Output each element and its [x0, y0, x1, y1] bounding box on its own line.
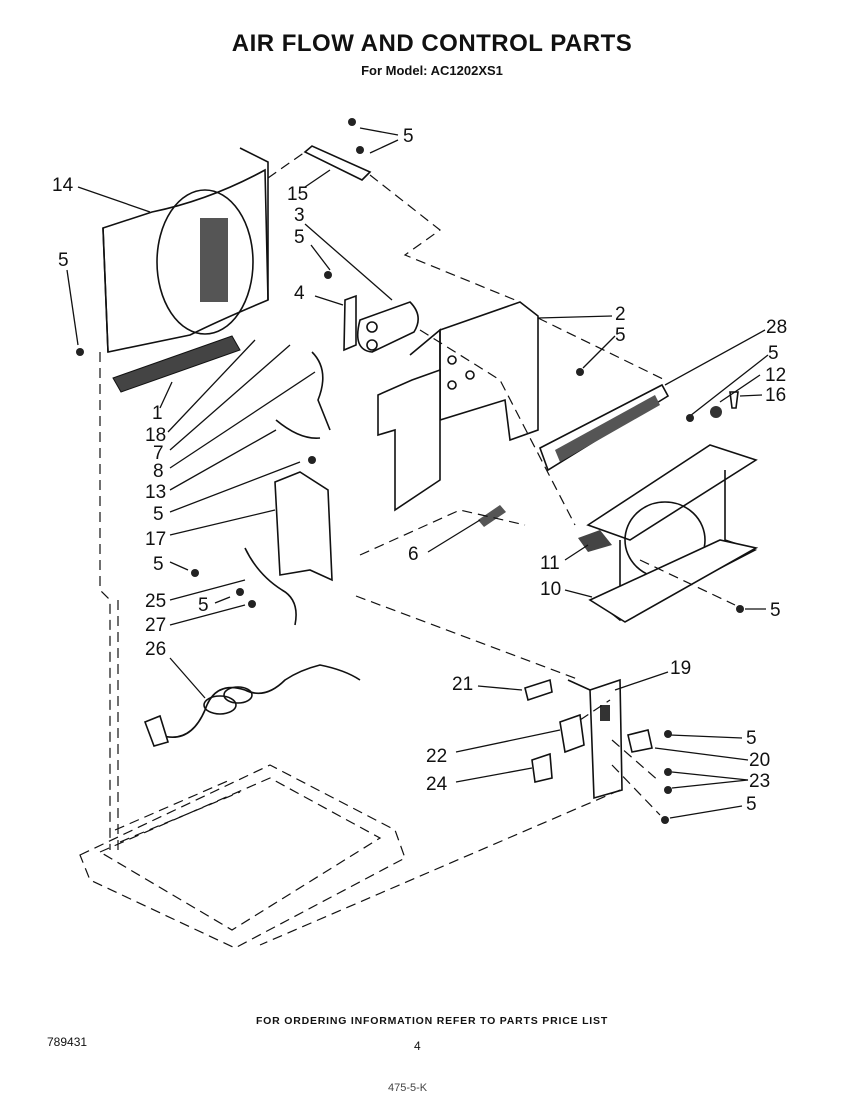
ordering-note: FOR ORDERING INFORMATION REFER TO PARTS … [255, 1015, 609, 1027]
capacitor [356, 301, 419, 353]
control-box-shroud [377, 301, 539, 512]
thermostat-wire [311, 351, 331, 431]
callout-23: 23 [749, 771, 770, 792]
grommet [710, 406, 722, 418]
callout-11: 11 [540, 553, 560, 574]
page-number: 4 [414, 1039, 421, 1053]
rotary-switch [559, 713, 585, 754]
callout-17: 17 [145, 529, 166, 550]
callout-5-g: 5 [770, 600, 781, 621]
capacitor-bracket [343, 294, 357, 352]
callout-5-a: 5 [294, 227, 305, 248]
thermostat-control [531, 752, 553, 783]
callout-5-left: 5 [58, 250, 69, 271]
callout-4: 4 [294, 283, 305, 304]
callout-5-f: 5 [768, 343, 779, 364]
handwritten-note: 475-5-K [388, 1082, 428, 1094]
callout-27: 27 [145, 615, 166, 636]
base-pan [79, 764, 406, 949]
louver-grille [539, 383, 670, 472]
callout-8: 8 [153, 461, 164, 482]
power-cord [143, 664, 361, 747]
control-panel [567, 678, 623, 800]
callout-5-c: 5 [153, 554, 164, 575]
callout-16: 16 [765, 385, 786, 406]
callout-7: 7 [153, 443, 164, 464]
leader-lines [66, 127, 769, 819]
callout-1: 1 [152, 403, 163, 424]
callout-26: 26 [145, 639, 166, 660]
callout-21: 21 [452, 674, 473, 695]
front-grille-panel [102, 147, 269, 353]
callout-5-i: 5 [746, 794, 757, 815]
callout-2: 2 [615, 304, 626, 325]
fan-orifice-base [586, 444, 759, 623]
callout-14: 14 [52, 175, 74, 196]
callout-28: 28 [766, 317, 787, 338]
thermostat-bracket [274, 471, 333, 582]
callout-24: 24 [426, 774, 448, 795]
callout-13: 13 [145, 482, 166, 503]
document-number: 789431 [47, 1035, 88, 1049]
foam-strip [478, 505, 506, 527]
callout-20: 20 [749, 750, 770, 771]
callout-5-h: 5 [746, 728, 757, 749]
callout-5-b: 5 [153, 504, 164, 525]
air-filter [112, 335, 241, 393]
wire-harness [275, 419, 321, 439]
model-subtitle: For Model: AC1202XS1 [361, 63, 503, 78]
screws [76, 118, 744, 824]
callout-15: 15 [287, 184, 308, 205]
callout-5-top: 5 [403, 126, 414, 147]
switch-bracket [524, 678, 553, 702]
callout-10: 10 [540, 579, 561, 600]
wire-lead [244, 547, 297, 626]
callout-12: 12 [765, 365, 786, 386]
callout-5-e: 5 [615, 325, 626, 346]
callout-5-d: 5 [198, 595, 209, 616]
top-bracket [303, 145, 372, 181]
callout-18: 18 [145, 425, 166, 446]
page-title: AIR FLOW AND CONTROL PARTS [231, 30, 633, 57]
knob [627, 729, 653, 753]
callout-25: 25 [145, 591, 166, 612]
callout-labels: 5 15 3 5 4 14 5 1 18 7 8 13 5 17 5 25 5 … [52, 126, 787, 815]
callout-3: 3 [294, 205, 305, 226]
callout-6: 6 [408, 544, 419, 565]
callout-19: 19 [670, 658, 691, 679]
callout-22: 22 [426, 746, 447, 767]
